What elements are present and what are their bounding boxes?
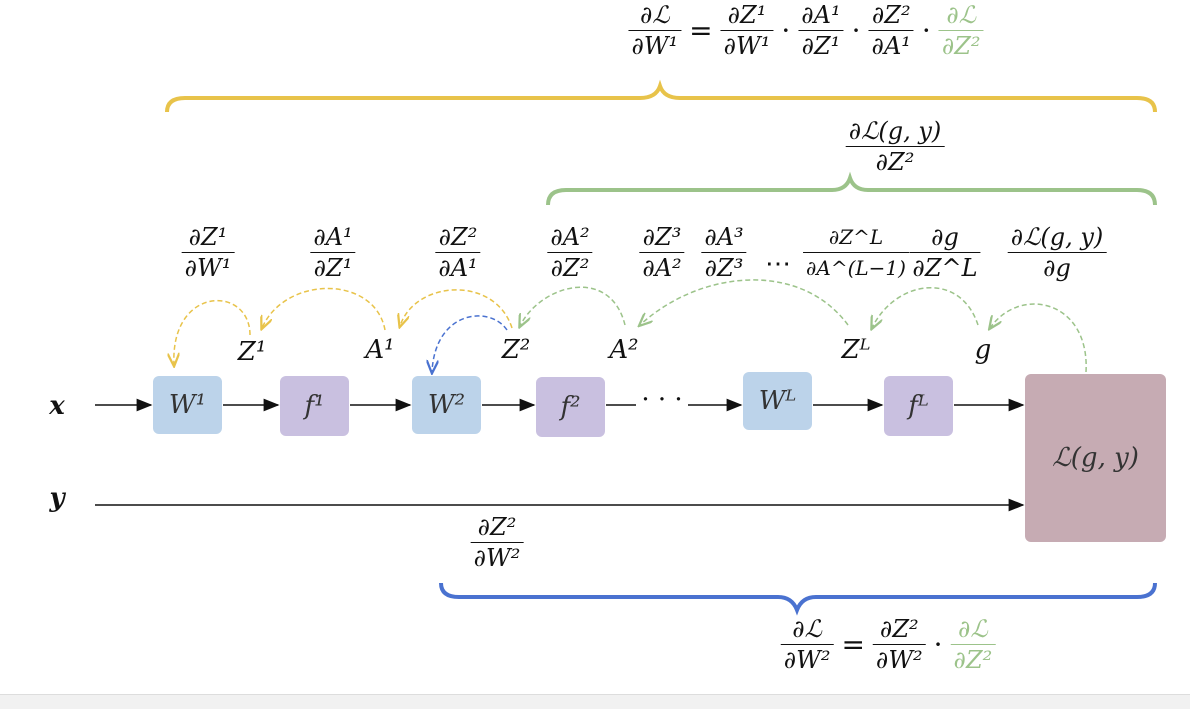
dL-dW2-fraction: ∂ℒ ∂W²: [780, 614, 834, 675]
numerator: ∂Z¹: [188, 223, 228, 251]
input-x: x: [49, 391, 65, 421]
local-grad-fraction: ∂A³ ∂Z³: [701, 222, 747, 283]
term-fraction-green: ∂ℒ ∂Z²: [950, 614, 996, 675]
dZ2-dW2-fraction: ∂Z² ∂W²: [470, 512, 524, 573]
activation-box-f1: f¹: [280, 376, 349, 436]
local-grad-fraction: ∂Z¹ ∂W¹: [181, 222, 235, 283]
denominator: ∂Z²: [875, 148, 915, 176]
label-g: g: [974, 335, 992, 365]
local-grad-fraction: ∂A² ∂Z²: [547, 222, 593, 283]
weight-box-w1: W¹: [153, 376, 222, 434]
dot-operator: ·: [781, 14, 791, 47]
local-grad-fraction: ∂Z² ∂A¹: [435, 222, 481, 283]
denominator: ∂Z²: [941, 32, 981, 60]
numerator: ∂Z²: [871, 1, 911, 29]
denominator: ∂Z²: [953, 646, 993, 674]
denominator: ∂g: [1043, 254, 1071, 282]
numerator: ∂ℒ: [639, 1, 670, 29]
denominator: ∂W¹: [631, 32, 679, 60]
activation-box-fL: fᴸ: [884, 376, 953, 436]
equals-sign: =: [689, 14, 713, 47]
bottom-equation: ∂ℒ ∂W² = ∂Z² ∂W² · ∂ℒ ∂Z²: [780, 614, 996, 675]
label-z1: Z¹: [237, 337, 267, 367]
denominator: ∂A¹: [438, 254, 478, 282]
local-grad-fraction: ∂ℒ(g, y) ∂g: [1007, 222, 1107, 283]
denominator: ∂A¹: [871, 32, 911, 60]
numerator: ∂ℒ(g, y): [1010, 223, 1104, 251]
numerator: ∂Z³: [642, 223, 682, 251]
numerator: ∂g: [931, 223, 959, 251]
top-equation: ∂ℒ ∂W¹ = ∂Z¹ ∂W¹ · ∂A¹ ∂Z¹ · ∂Z² ∂A¹ · ∂ℒ ∂Z²: [628, 0, 984, 61]
term-fraction-green: ∂ℒ ∂Z²: [938, 0, 984, 61]
numerator: ∂A¹: [801, 1, 841, 29]
numerator: ∂Z²: [438, 223, 478, 251]
dot-operator: ·: [921, 14, 931, 47]
denominator: ∂Z³: [704, 254, 744, 282]
label-a2: A²: [609, 335, 639, 365]
dL-dW1-fraction: ∂ℒ ∂W¹: [628, 0, 682, 61]
numerator: ∂ℒ: [958, 615, 988, 643]
term-fraction: ∂Z² ∂W²: [872, 614, 926, 675]
denominator: ∂W¹: [723, 32, 771, 60]
numerator: ∂ℒ: [946, 1, 977, 29]
local-grad-fraction: ∂A¹ ∂Z¹: [310, 222, 356, 283]
numerator: ∂ℒ(g, y): [848, 117, 942, 145]
label-a1: A¹: [365, 335, 395, 365]
denominator: ∂A^(L−1): [806, 256, 906, 280]
denominator: ∂A²: [642, 254, 682, 282]
denominator: ∂Z¹: [313, 254, 353, 282]
yellow-brace: [165, 79, 1157, 113]
numerator: ∂Z^L: [828, 225, 884, 249]
dot-operator: ·: [851, 14, 861, 47]
ellipsis: ⋯: [765, 249, 791, 279]
weight-box-wL: Wᴸ: [743, 372, 812, 430]
page-bottom-edge: [0, 694, 1190, 709]
equals-sign: =: [841, 628, 865, 661]
term-fraction: ∂Z² ∂A¹: [868, 0, 914, 61]
denominator: ∂W²: [875, 646, 923, 674]
local-grad-fraction: ∂Z³ ∂A²: [639, 222, 685, 283]
green-brace-fraction: ∂ℒ(g, y) ∂Z²: [845, 116, 945, 177]
blue-brace: [439, 582, 1157, 616]
input-y: y: [49, 483, 65, 513]
label-zL: Zᴸ: [841, 335, 871, 365]
numerator: ∂ℒ: [792, 615, 822, 643]
numerator: ∂Z²: [477, 513, 517, 541]
numerator: ∂Z¹: [727, 1, 767, 29]
chain-ellipsis: · · ·: [641, 385, 683, 415]
denominator: ∂Z¹: [801, 32, 841, 60]
denominator: ∂Z^L: [912, 254, 978, 282]
activation-box-f2: f²: [536, 377, 605, 437]
numerator: ∂Z²: [879, 615, 919, 643]
numerator: ∂A²: [550, 223, 590, 251]
local-grad-fraction: ∂g ∂Z^L: [909, 222, 981, 283]
denominator: ∂Z²: [550, 254, 590, 282]
term-fraction: ∂A¹ ∂Z¹: [798, 0, 844, 61]
label-z2: Z²: [501, 335, 531, 365]
term-fraction: ∂Z¹ ∂W¹: [720, 0, 774, 61]
loss-box: ℒ(g, y): [1025, 374, 1166, 542]
weight-box-w2: W²: [412, 376, 481, 434]
denominator: ∂W¹: [184, 254, 232, 282]
local-grad-fraction: ∂Z^L ∂A^(L−1): [803, 222, 909, 283]
dot-operator: ·: [933, 628, 943, 661]
numerator: ∂A¹: [313, 223, 353, 251]
denominator: ∂W²: [783, 646, 831, 674]
denominator: ∂W²: [473, 544, 521, 572]
numerator: ∂A³: [704, 223, 744, 251]
green-brace: [546, 171, 1157, 206]
